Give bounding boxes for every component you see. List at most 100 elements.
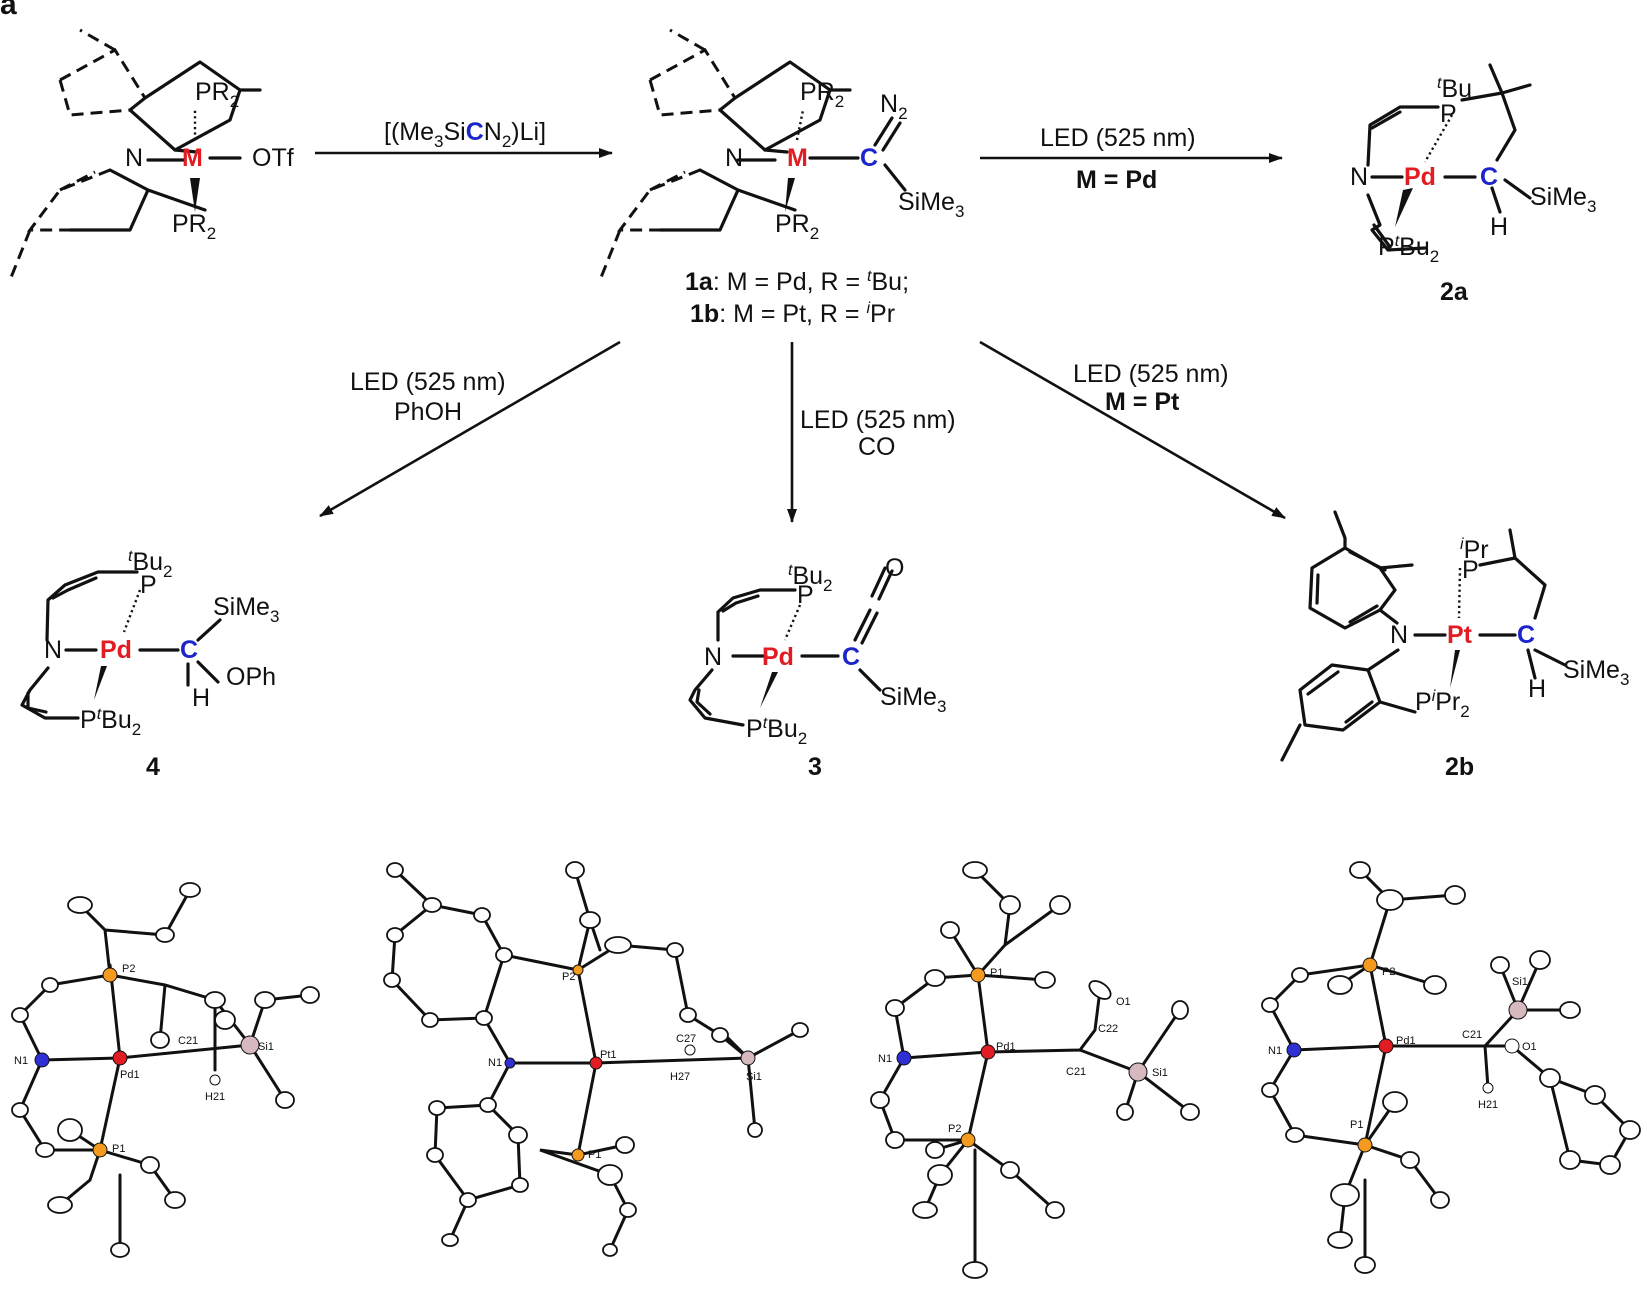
atom-o1: O1 [1522, 1041, 1537, 1053]
atom-pd1: Pd1 [996, 1041, 1016, 1053]
compound-4: tBu2 P N Pd C SiMe3 OPh H PtBu2 4 [20, 548, 279, 781]
ortep-structure-2: P2 N1 Pt1 C27 Si1 H27 P1 [383, 861, 809, 1257]
pd-label: Pd [1404, 163, 1436, 191]
ipr-label: iPr [1460, 536, 1489, 564]
reaction-arrow-4: LED (525 nm) CO [787, 342, 956, 523]
n2-label: N2 [880, 90, 908, 123]
ptbu2-label: PtBu2 [80, 706, 141, 739]
ptbu2-label: PtBu2 [746, 715, 807, 748]
atom-n1: N1 [878, 1053, 892, 1065]
arrow-3-reagent: PhOH [394, 398, 462, 426]
reaction-arrow-5: LED (525 nm) M = Pt [979, 340, 1286, 520]
atom-h27: H27 [670, 1071, 690, 1083]
carbon-label: C [1517, 621, 1535, 649]
atom-h21: H21 [205, 1091, 225, 1103]
ortep-structure-1: P2 N1 Pd1 C21 Si1 H21 P1 [11, 882, 320, 1258]
atom-n1: N1 [14, 1055, 28, 1067]
pr2-top-label: PR2 [800, 78, 844, 111]
otf-label: OTf [252, 144, 294, 172]
arrow-3-condition: LED (525 nm) [350, 368, 506, 396]
atom-c21: C21 [178, 1035, 198, 1047]
n-label: N [1390, 621, 1408, 649]
atom-n1: N1 [488, 1057, 502, 1069]
n-label: N [725, 144, 743, 172]
compound-number: 3 [808, 753, 822, 781]
p-label: P [797, 581, 814, 609]
arrow-5-metal: M = Pt [1105, 388, 1180, 416]
sime3-label: SiMe3 [880, 683, 946, 716]
atom-p1: P1 [1350, 1119, 1363, 1131]
atom-h21: H21 [1478, 1099, 1498, 1111]
metal-label: M [787, 144, 808, 172]
atom-n1: N1 [1268, 1045, 1282, 1057]
compound-2a: tBu P N Pd C SiMe3 H PtBu2 2a [1350, 63, 1596, 306]
ptbu2-label: PtBu2 [1378, 233, 1439, 266]
atom-si1: Si1 [1152, 1067, 1168, 1079]
ortep-structure-4: P2 Si1 N1 Pd1 C21 O1 H21 P1 [1261, 861, 1641, 1274]
sime3-label: SiMe3 [1563, 656, 1629, 689]
metal-label: M [182, 144, 203, 172]
atom-si1: Si1 [1512, 976, 1528, 988]
ortep-structure-3: P1 O1 C22 N1 Pd1 C21 Si1 P2 [870, 861, 1200, 1279]
pd-label: Pd [762, 643, 794, 671]
atom-si1: Si1 [258, 1041, 274, 1053]
h-label: H [1490, 213, 1508, 241]
complex-1: PR2 N M C N2 SiMe3 PR2 1a: M = Pd, R = t… [598, 28, 964, 328]
atom-c21: C21 [1462, 1029, 1482, 1041]
atom-p2: P2 [1382, 966, 1395, 978]
reaction-arrow-1: [(Me3SiCN2)Li] [315, 118, 613, 158]
pt-label: Pt [1447, 621, 1473, 649]
carbon-label: C [842, 643, 860, 671]
tbu-label: tBu [1437, 75, 1472, 103]
arrow-4-reagent: CO [858, 433, 896, 461]
atom-pd1: Pd1 [120, 1069, 140, 1081]
atom-si1: Si1 [746, 1071, 762, 1083]
tbu2-label: tBu2 [128, 548, 173, 581]
sime3-label: SiMe3 [213, 593, 279, 626]
p-label: P [1440, 100, 1457, 128]
oxygen-label: O [885, 554, 904, 582]
pr2-bottom-label: PR2 [172, 210, 216, 243]
atom-c22: C22 [1098, 1023, 1118, 1035]
carbon-label: C [860, 144, 878, 172]
sime3-label: SiMe3 [898, 188, 964, 221]
atom-p1: P1 [112, 1143, 125, 1155]
carbon-label: C [180, 636, 198, 664]
p-label: P [140, 571, 157, 599]
h-label: H [192, 684, 210, 712]
n-label: N [1350, 163, 1368, 191]
atom-p2: P2 [562, 971, 575, 983]
pipr2-label: PiPr2 [1415, 688, 1470, 721]
compound-number: 4 [146, 753, 160, 781]
oph-label: OPh [226, 663, 276, 691]
compound-3: tBu2 P N Pd C O SiMe3 PtBu2 3 [688, 554, 946, 781]
p-label: P [1462, 556, 1479, 584]
atom-p1: P1 [588, 1149, 601, 1161]
pd-label: Pd [100, 636, 132, 664]
atom-p2: P2 [122, 963, 135, 975]
compound-number: 2b [1445, 753, 1474, 781]
atom-c21: C21 [1066, 1066, 1086, 1078]
atom-o1: O1 [1116, 996, 1131, 1008]
reagent-label: [(Me3SiCN2)Li] [384, 118, 546, 151]
arrow-2-condition: LED (525 nm) [1040, 124, 1196, 152]
carbon-label: C [1480, 163, 1498, 191]
arrow-5-condition: LED (525 nm) [1073, 360, 1229, 388]
n-label: N [704, 643, 722, 671]
tbu2-label: tBu2 [788, 562, 833, 595]
n-label: N [125, 144, 143, 172]
atom-c27: C27 [676, 1033, 696, 1045]
pr2-bottom-label: PR2 [775, 210, 819, 243]
sime3-label: SiMe3 [1530, 183, 1596, 216]
atom-p2: P2 [948, 1123, 961, 1135]
panel-letter: a [0, 0, 17, 21]
n-label: N [44, 636, 62, 664]
atom-pt1: Pt1 [600, 1049, 617, 1061]
compound-1b-caption: 1b: M = Pt, R = iPr [690, 300, 895, 328]
compound-number: 2a [1440, 278, 1469, 306]
reaction-arrow-3: LED (525 nm) PhOH [319, 340, 621, 518]
atom-p1: P1 [990, 967, 1003, 979]
starting-complex: PR2 N M OTf PR2 [8, 28, 294, 281]
pr2-top-label: PR2 [195, 78, 239, 111]
